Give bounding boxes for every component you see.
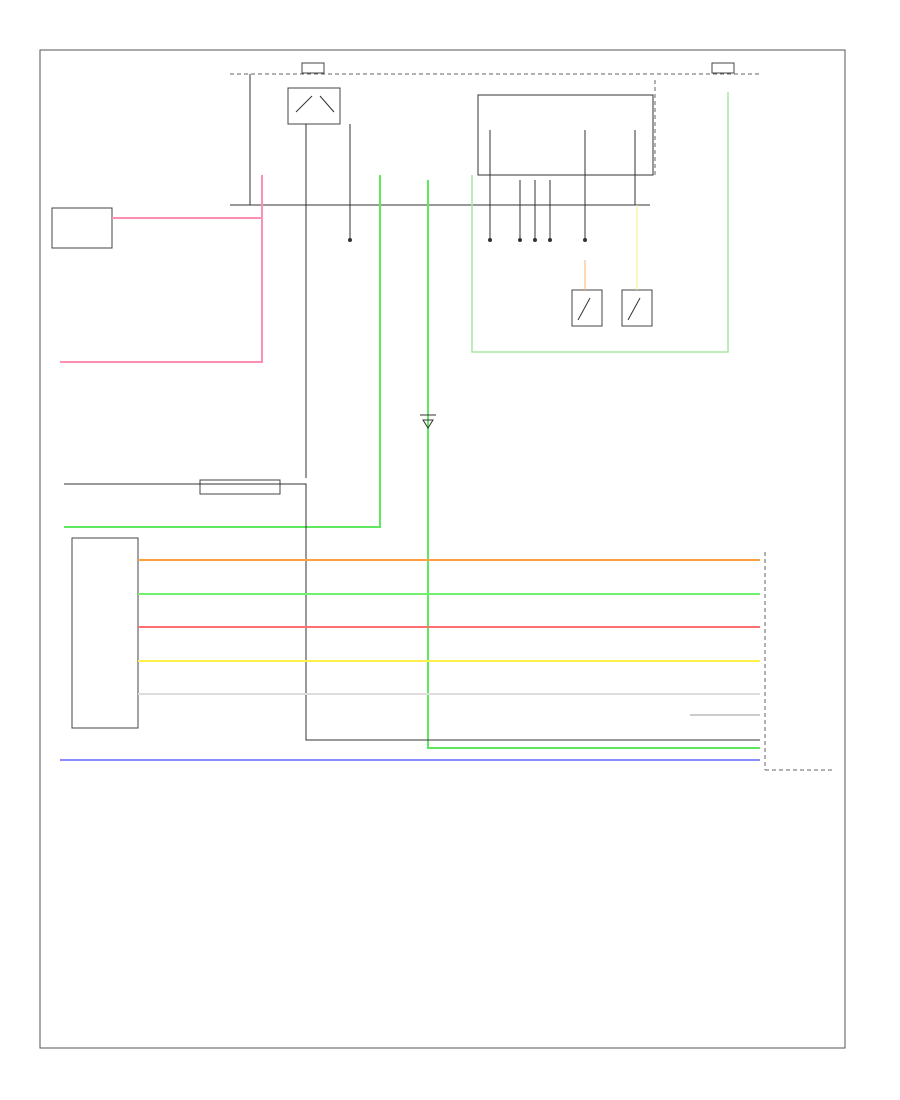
door-switch-2 [621,289,653,327]
wire-light-green-loop [471,92,729,353]
wire-pink-down [60,218,263,363]
wire-green-left [64,175,381,528]
power-module-left [51,207,113,249]
relay-top [287,87,341,125]
joint-connector [199,479,281,495]
wire-pink [112,175,263,219]
fuse-top-right [711,62,735,74]
harness-box-top-right [477,94,654,176]
fuse-top-left [301,62,325,74]
ground-point-2 [488,238,587,242]
seat-switch-left [71,537,139,729]
diagram-frame [39,49,846,1049]
ground-point-1 [348,238,352,242]
wire-green-main [427,180,760,749]
door-switch-1 [571,289,603,327]
diode-mid [420,414,436,429]
control-unit-right [764,552,835,771]
wire-black-joint [64,483,760,741]
